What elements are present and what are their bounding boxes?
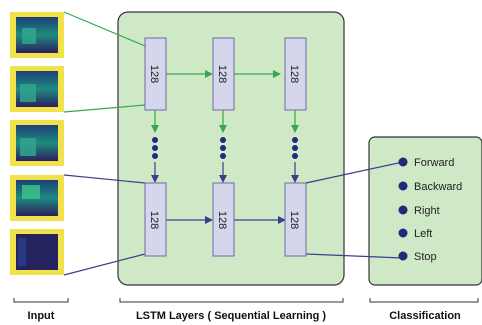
lstm-cell: 128 (212, 37, 235, 111)
svg-text:128: 128 (148, 211, 160, 229)
svg-text:Right: Right (414, 205, 440, 217)
svg-text:Left: Left (414, 228, 432, 240)
svg-text:128: 128 (216, 211, 228, 229)
lstm-label: LSTM Layers ( Sequential Learning ) (136, 310, 326, 322)
input-thumbnail (10, 12, 64, 58)
input-label: Input (28, 310, 55, 322)
input-thumbnails (10, 12, 64, 275)
class-item: Stop (398, 251, 437, 263)
lstm-cell: 128 (284, 37, 307, 111)
svg-text:Forward: Forward (414, 157, 454, 169)
svg-text:128: 128 (288, 211, 300, 229)
svg-text:Backward: Backward (414, 181, 462, 193)
svg-text:128: 128 (216, 65, 228, 83)
class-item: Backward (398, 181, 462, 193)
svg-text:Stop: Stop (414, 251, 437, 263)
classification-label: Classification (389, 310, 461, 322)
lstm-cell: 128 (144, 182, 167, 257)
lstm-cell: 128 (212, 182, 235, 257)
svg-text:128: 128 (148, 65, 160, 83)
input-thumbnail (10, 66, 64, 112)
input-thumbnail (10, 175, 64, 221)
sequence-ellipsis (152, 137, 298, 159)
bottom-row-connections (63, 161, 404, 276)
lstm-cell: 128 (144, 37, 167, 111)
lstm-cell: 128 (284, 182, 307, 257)
input-thumbnail (10, 120, 64, 166)
input-thumbnail (10, 229, 64, 275)
section-brackets (13, 298, 479, 303)
class-item: Left (398, 228, 432, 240)
svg-text:128: 128 (288, 65, 300, 83)
class-item: Forward (398, 157, 454, 169)
class-item: Right (398, 205, 440, 217)
top-row-connections (63, 11, 299, 133)
classification-panel (368, 136, 482, 286)
